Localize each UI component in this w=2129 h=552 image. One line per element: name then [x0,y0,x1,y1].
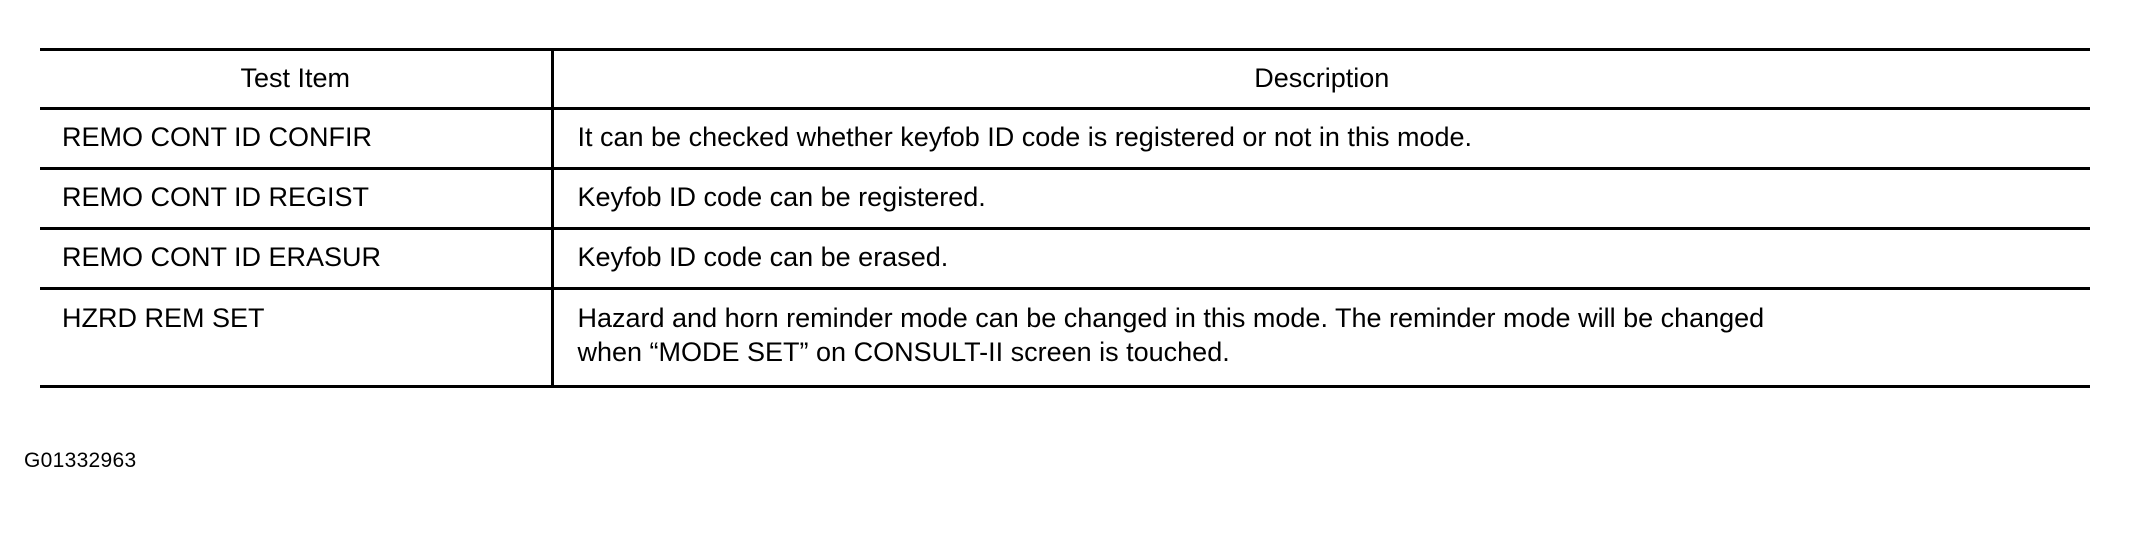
test-item-value: REMO CONT ID CONFIR [62,122,372,153]
description-line: Hazard and horn reminder mode can be cha… [577,302,1765,333]
table-row: REMO CONT ID ERASUR Keyfob ID code can b… [40,228,2090,289]
column-header-description: Description [552,50,2090,109]
description-line: Keyfob ID code can be registered. [577,181,986,212]
cell-description: Hazard and horn reminder mode can be cha… [552,288,2090,387]
column-header-description-label: Description [1254,63,1390,93]
description-line: when “MODE SET” on CONSULT-II screen is … [577,337,1230,368]
spec-table-container: Test Item Description REMO CONT ID CONFI… [40,48,2090,388]
cell-test-item: REMO CONT ID CONFIR [40,108,554,169]
test-item-value: REMO CONT ID REGIST [62,181,370,212]
table-row: REMO CONT ID REGIST Keyfob ID code can b… [40,168,2090,229]
cell-test-item: REMO CONT ID ERASUR [40,228,554,289]
cell-test-item: REMO CONT ID REGIST [40,168,554,229]
table-row: REMO CONT ID CONFIR It can be checked wh… [40,108,2090,169]
description-value: Keyfob ID code can be erased. [554,230,2091,287]
figure-caption: G01332963 [24,449,137,472]
cell-test-item: HZRD REM SET [40,288,554,387]
description-line: It can be checked whether keyfob ID code… [577,122,1472,153]
test-item-value: HZRD REM SET [62,302,265,333]
cell-description: Keyfob ID code can be registered. [552,168,2090,228]
description-value: It can be checked whether keyfob ID code… [554,110,2091,167]
test-item-value: REMO CONT ID ERASUR [62,241,382,272]
cell-description: It can be checked whether keyfob ID code… [552,109,2090,169]
cell-description: Keyfob ID code can be erased. [552,228,2090,288]
table-row: HZRD REM SET Hazard and horn reminder mo… [40,288,2090,387]
description-line: Keyfob ID code can be erased. [577,241,949,272]
table-header-row: Test Item Description [40,49,2090,109]
description-value: Keyfob ID code can be registered. [554,170,2091,227]
description-value: Hazard and horn reminder mode can be cha… [554,290,2091,386]
test-item-description-table: Test Item Description REMO CONT ID CONFI… [40,48,2090,388]
column-header-test-item-label: Test Item [240,63,351,93]
column-header-test-item: Test Item [40,49,554,109]
